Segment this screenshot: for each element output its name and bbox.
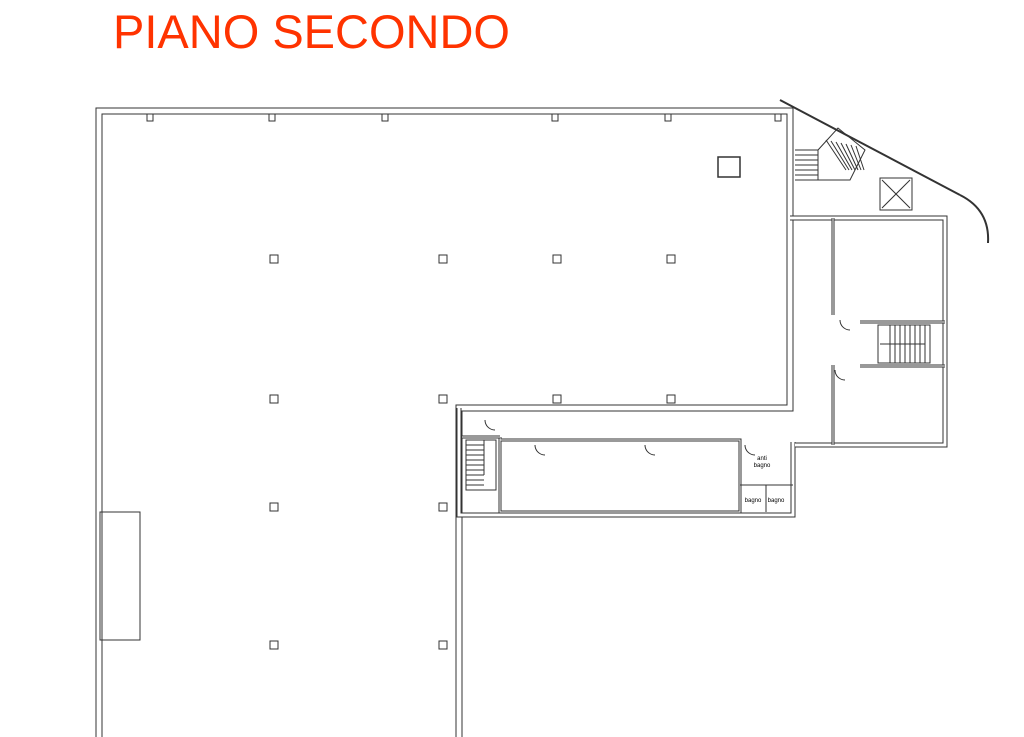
column — [438, 394, 448, 404]
elevator-x — [881, 179, 911, 209]
stair-step — [835, 141, 853, 171]
right-block-wall-inner — [790, 216, 947, 447]
column — [438, 640, 448, 650]
pilaster — [774, 113, 782, 122]
door-arc — [484, 419, 496, 431]
column — [552, 254, 562, 264]
label-antibagno-2: bagno — [754, 463, 771, 469]
right-block-wall — [790, 215, 948, 448]
pilaster — [381, 113, 389, 122]
door-arc — [534, 444, 546, 456]
column — [269, 640, 279, 650]
column — [666, 254, 676, 264]
door-arc — [744, 444, 756, 456]
column — [666, 394, 676, 404]
stair-right — [877, 324, 931, 364]
column — [438, 502, 448, 512]
column — [269, 502, 279, 512]
door-arc — [644, 444, 656, 456]
label-antibagno-1: anti — [757, 456, 767, 462]
shaft-column — [717, 156, 741, 178]
door-arc — [839, 319, 851, 331]
pilaster — [664, 113, 672, 122]
curved-facade — [959, 194, 990, 244]
left-bay — [99, 511, 141, 641]
pilaster — [146, 113, 154, 122]
column — [438, 254, 448, 264]
column — [269, 254, 279, 264]
annex-wall — [456, 408, 796, 518]
floor-title: PIANO SECONDO — [113, 5, 510, 58]
north-facade — [779, 99, 961, 196]
stair-step — [855, 145, 865, 171]
walls — [95, 107, 948, 737]
stair-step — [825, 139, 847, 171]
details — [99, 99, 990, 641]
north-stair-2 — [817, 127, 866, 181]
stair-step — [840, 142, 856, 171]
columns — [269, 156, 741, 650]
annex-wall-inner — [457, 408, 795, 517]
label-bagno-left: bagno — [745, 498, 762, 504]
column — [552, 394, 562, 404]
pilaster — [551, 113, 559, 122]
pilaster — [268, 113, 276, 122]
column — [269, 394, 279, 404]
door-arc — [834, 369, 846, 381]
stair-step — [830, 140, 850, 171]
label-bagno-right: bagno — [768, 498, 785, 504]
corridor-wall-inner — [499, 437, 741, 513]
elevator-shaft — [879, 177, 913, 211]
stair-step — [850, 144, 862, 171]
stair-step — [845, 143, 859, 171]
